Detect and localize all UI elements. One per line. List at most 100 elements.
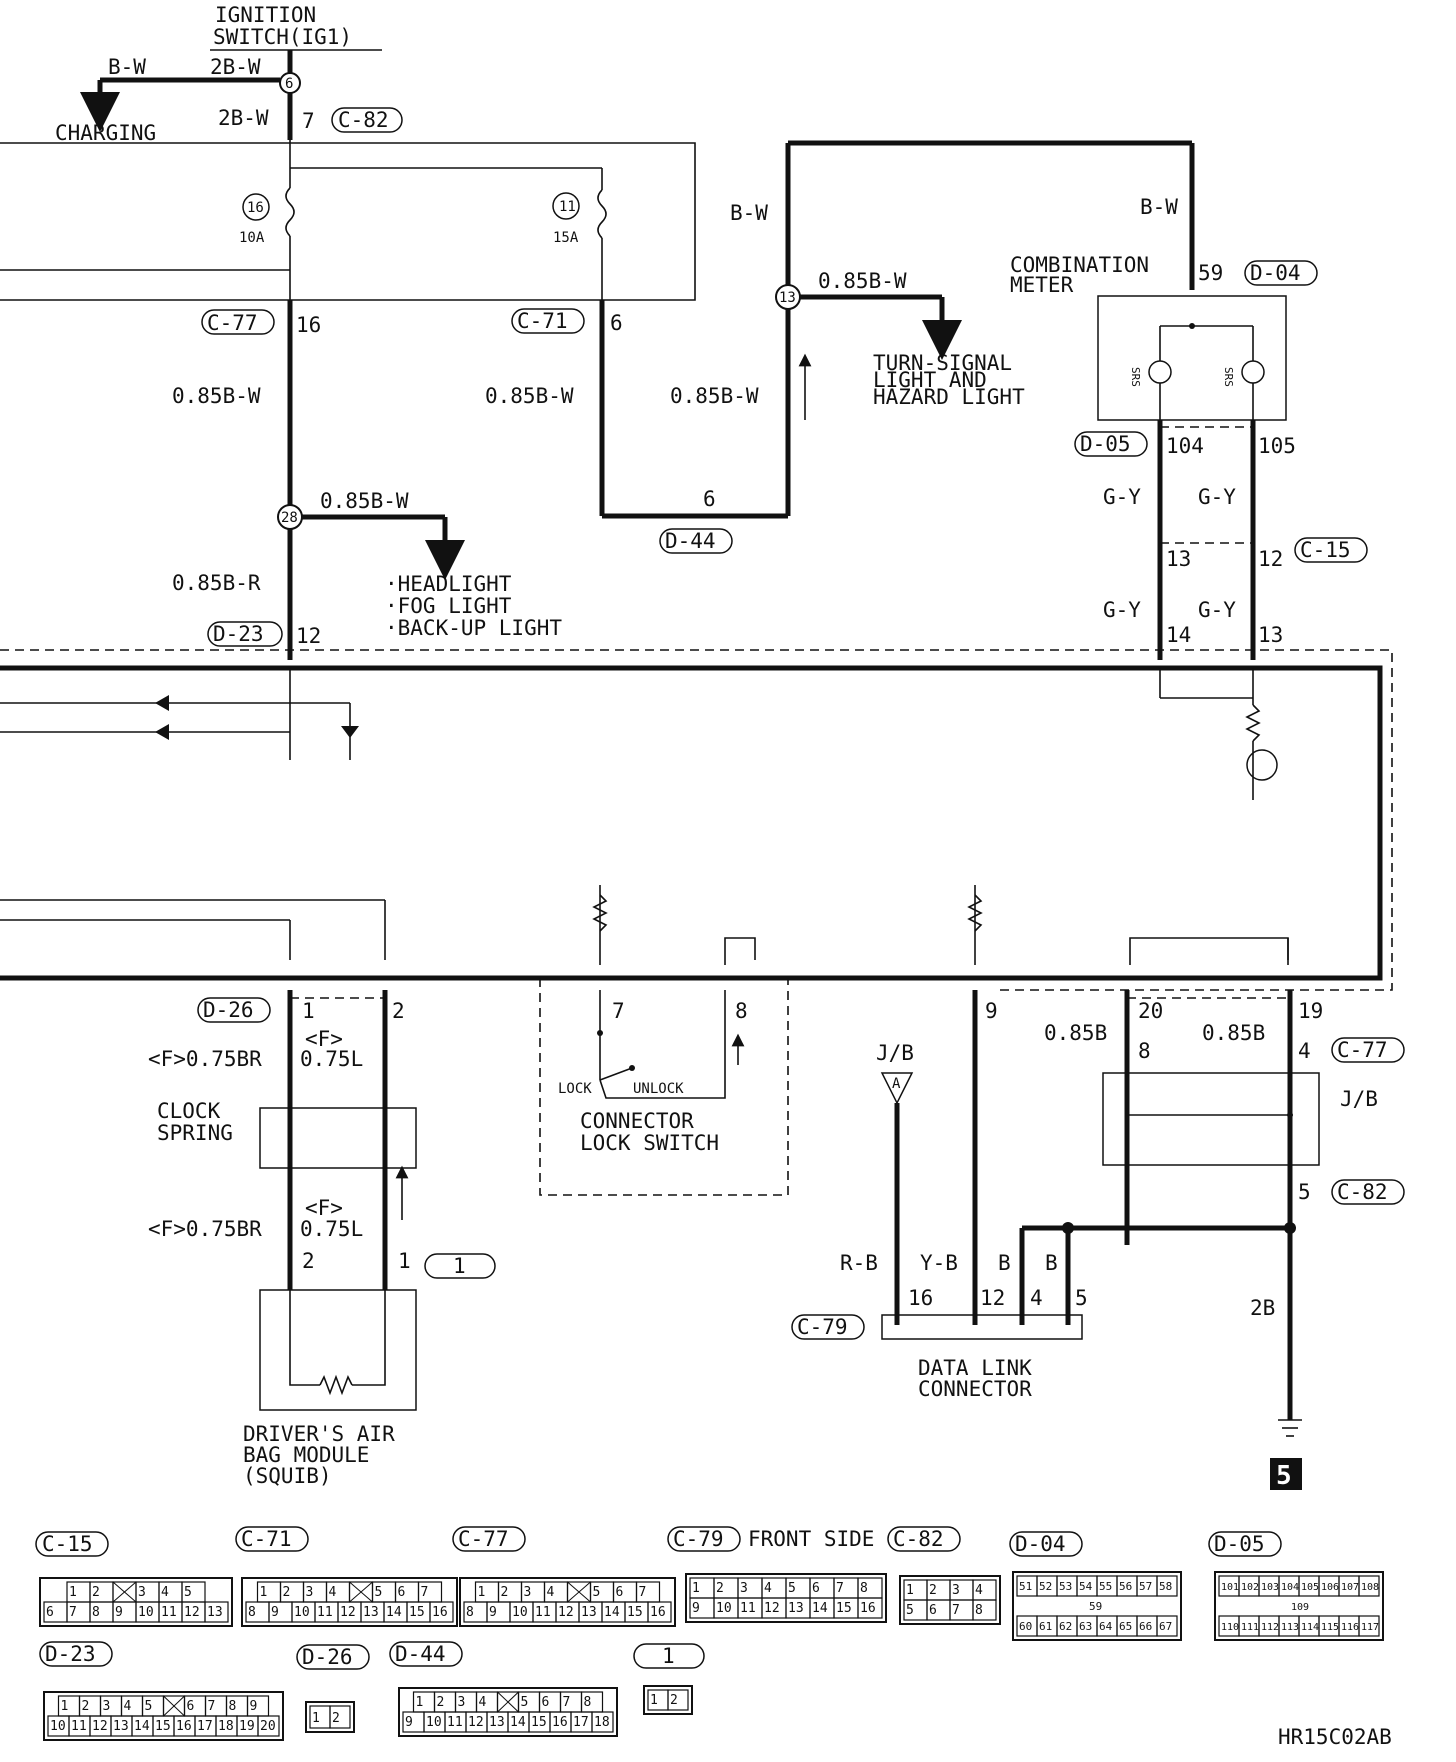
pin-label: 102 — [1241, 1582, 1259, 1593]
clock-spring-airbag: D-26 1 2 <F> <F>0.75BR 0.75L CLOCK SPRIN… — [148, 990, 496, 1488]
wire-085b-1: 0.85B — [1044, 1021, 1107, 1045]
pin-label: 9 — [115, 1605, 123, 1620]
f-label-1: <F> — [305, 1027, 343, 1051]
pin-label: 15 — [836, 1601, 852, 1616]
conn-c77-lower: C-77 — [1337, 1038, 1388, 1062]
airbag-1: DRIVER'S AIR — [243, 1422, 395, 1446]
pin-label: 16 — [650, 1605, 666, 1620]
pin-label: 3 — [952, 1583, 960, 1598]
splice-28: 28 — [281, 510, 298, 526]
pin-label: 14 — [510, 1715, 526, 1730]
wire-gy-2: G-Y — [1198, 485, 1236, 509]
srs-1: SRS — [1129, 367, 1142, 387]
pin-label: 55 — [1099, 1580, 1112, 1593]
pin-label: 5 — [906, 1603, 914, 1618]
pin-label: 2 — [501, 1585, 509, 1600]
pin-13-srs: 13 — [1258, 623, 1283, 647]
unlock-label: UNLOCK — [633, 1081, 684, 1097]
pin-cell — [1156, 1615, 1178, 1637]
pin-label: 59 — [1089, 1600, 1102, 1613]
face-c79-side: FRONT SIDE — [748, 1527, 874, 1551]
ign-pin-6: 6 — [285, 76, 293, 92]
pin-label: 4 — [479, 1695, 487, 1710]
pin-label: 8 — [975, 1603, 983, 1618]
connector-lock-switch: 7 8 LOCK UNLOCK CONNECTOR LOCK SWITCH — [539, 978, 789, 1196]
pin-label: 6 — [616, 1585, 624, 1600]
pin-label: 11 — [740, 1601, 756, 1616]
pin-label: 11 — [447, 1715, 463, 1730]
conn-c79: C-79 — [797, 1315, 848, 1339]
lock-label: LOCK — [558, 1081, 592, 1097]
pin-label: 15 — [409, 1605, 425, 1620]
pin-label: 20 — [260, 1719, 276, 1734]
srs-ecu-box — [0, 649, 1393, 991]
fuse16-amp: 10A — [239, 230, 265, 246]
conn-d23: D-23 — [213, 622, 264, 646]
pin-label: 16 — [860, 1601, 876, 1616]
pin-5-c82: 5 — [1298, 1180, 1311, 1204]
pin-label: 8 — [584, 1695, 592, 1710]
pin-label: 10 — [138, 1605, 154, 1620]
pin-label: 4 — [124, 1699, 132, 1714]
pin-label: 5 — [375, 1585, 383, 1600]
wire-bw-meter: B-W — [1140, 195, 1178, 219]
face-c15-label: C-15 — [42, 1532, 93, 1556]
pin-label: 116 — [1341, 1622, 1359, 1633]
data-link-jb: 9 J/B A 0.85B 20 8 0.85B 19 4 C-77 J/B 5… — [791, 990, 1405, 1491]
dlc-2: CONNECTOR — [918, 1377, 1032, 1401]
pin-label: 2 — [92, 1585, 100, 1600]
pin-label: 108 — [1361, 1582, 1379, 1593]
wire-rb: R-B — [840, 1251, 878, 1275]
pin-label: 2 — [437, 1695, 445, 1710]
wire-075l: 0.75L — [300, 1047, 363, 1071]
pin-label: 1 — [61, 1699, 69, 1714]
pin-label: 101 — [1221, 1582, 1239, 1593]
pin-13-c15: 13 — [1166, 547, 1191, 571]
pin-label: 7 — [563, 1695, 571, 1710]
fuse11-amp: 15A — [553, 230, 579, 246]
conn-c15: C-15 — [1300, 538, 1351, 562]
wire-bw-charging: B-W — [108, 55, 146, 79]
fuse11-num: 11 — [559, 199, 576, 215]
pin-label: 10 — [716, 1601, 732, 1616]
pin-label: 10 — [50, 1719, 66, 1734]
middle-branch: C-71 6 0.85B-W 6 D-44 0.85B-W B-W 13 0.8… — [485, 140, 1192, 554]
pin-label: 106 — [1321, 1582, 1339, 1593]
wire-075br: <F>0.75BR — [148, 1047, 262, 1071]
pin-label: 115 — [1321, 1622, 1339, 1633]
pin-label: 14 — [134, 1719, 150, 1734]
jb-label-2: J/B — [1340, 1087, 1378, 1111]
pin-14-srs: 14 — [1166, 623, 1191, 647]
pin-cell — [647, 1601, 672, 1623]
pin-label: 13 — [113, 1719, 129, 1734]
turn-3: HAZARD LIGHT — [873, 385, 1025, 409]
pin-label: 8 — [466, 1605, 474, 1620]
pin-label: 8 — [229, 1699, 237, 1714]
pin-6-c71: 6 — [610, 311, 623, 335]
ignition-title-2: SWITCH(IG1) — [213, 25, 352, 49]
pin-label: 6 — [542, 1695, 550, 1710]
turn-1: TURN-SIGNAL — [873, 351, 1012, 375]
conn-d26: D-26 — [203, 998, 254, 1022]
wire-2bw-top-2: 2B-W — [218, 106, 269, 130]
pin-label: 105 — [1301, 1582, 1319, 1593]
wire-075l-2: 0.75L — [300, 1217, 363, 1241]
pin-label: 11 — [161, 1605, 177, 1620]
airbag-2: BAG MODULE — [243, 1443, 369, 1467]
pin-label: 16 — [176, 1719, 192, 1734]
face-c77-label: C-77 — [458, 1527, 509, 1551]
pin-label: 18 — [218, 1719, 234, 1734]
face-c79-label: C-79 — [673, 1527, 724, 1551]
pin-4-dlc: 4 — [1030, 1286, 1043, 1310]
conn-c71: C-71 — [517, 309, 568, 333]
conn-d44: D-44 — [665, 529, 716, 553]
pin-label: 9 — [489, 1605, 497, 1620]
pin-label: 64 — [1099, 1620, 1113, 1633]
pin-label: 16 — [552, 1715, 568, 1730]
wire-2bw-top: 2B-W — [210, 55, 261, 79]
wire-2b: 2B — [1250, 1296, 1275, 1320]
pin-label: 1 — [906, 1583, 914, 1598]
